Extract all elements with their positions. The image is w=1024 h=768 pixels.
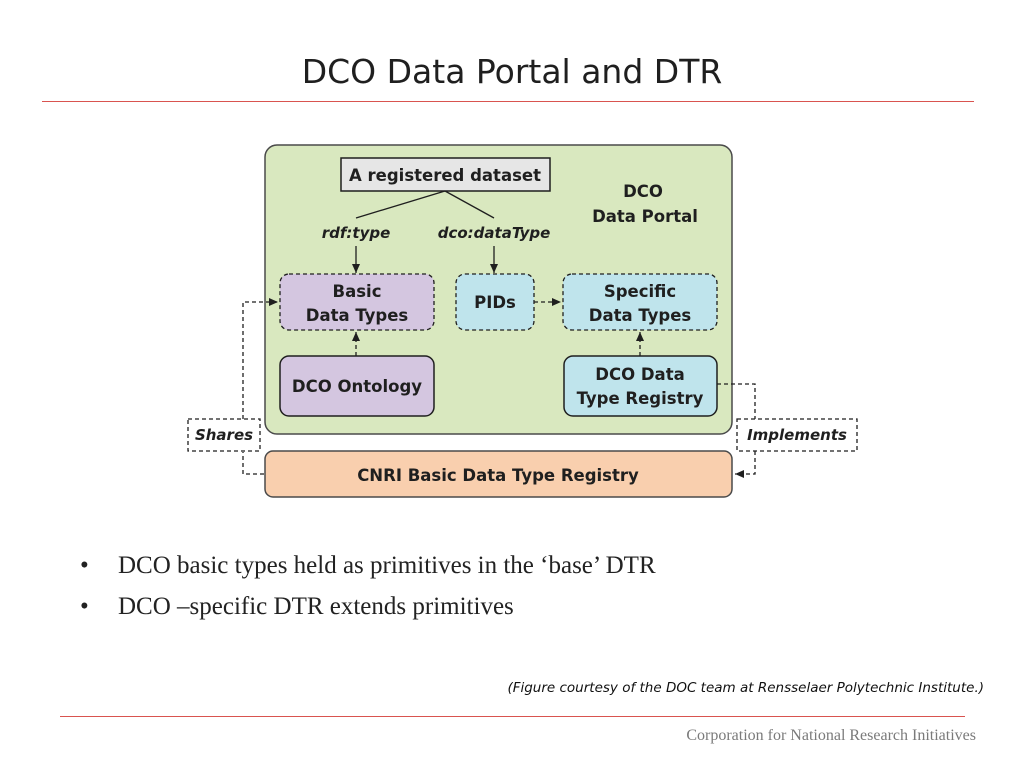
dco-dtr-line1: DCO Data xyxy=(595,365,684,384)
basic-data-types-line1: Basic xyxy=(333,282,382,301)
cnri-registry-label: CNRI Basic Data Type Registry xyxy=(357,466,639,485)
bullet-marker: • xyxy=(80,552,89,579)
basic-data-types-line2: Data Types xyxy=(306,306,409,325)
branch-dco-datatype xyxy=(444,190,495,219)
dco-ontology-label: DCO Ontology xyxy=(292,377,422,396)
pids-label: PIDs xyxy=(474,293,516,312)
implements-connector-from-dtr xyxy=(717,383,756,419)
shares-label-box xyxy=(187,418,261,452)
implements-label-box xyxy=(736,418,858,452)
edge-label-rdf-type: rdf:type xyxy=(322,224,391,242)
bullet-item: • DCO –specific DTR extends primitives xyxy=(80,589,880,630)
cnri-registry-node xyxy=(264,450,733,498)
branch-rdf-type xyxy=(355,190,446,219)
portal-label-line1: DCO xyxy=(623,182,663,201)
registered-dataset-label: A registered dataset xyxy=(349,166,541,185)
shares-connector-to-cnri xyxy=(242,452,264,475)
dco-dtr-line2: Type Registry xyxy=(577,389,704,408)
bullet-marker: • xyxy=(80,593,89,620)
specific-data-types-line1: Specific xyxy=(604,282,676,301)
specific-data-types-line2: Data Types xyxy=(589,306,692,325)
bullet-text: DCO –specific DTR extends primitives xyxy=(118,593,514,620)
portal-label-line2: Data Portal xyxy=(592,207,698,226)
figure-caption: (Figure courtesy of the DOC team at Rens… xyxy=(507,680,984,696)
shares-connector-to-basic xyxy=(242,298,278,419)
footer-divider xyxy=(60,716,965,717)
bullet-list: • DCO basic types held as primitives in t… xyxy=(80,548,880,630)
shares-label: Shares xyxy=(195,426,253,444)
registered-dataset-node xyxy=(340,157,551,192)
title-divider xyxy=(42,101,974,102)
bullet-item: • DCO basic types held as primitives in t… xyxy=(80,548,880,589)
slide-title: DCO Data Portal and DTR xyxy=(301,52,723,91)
footer-organization: Corporation for National Research Initia… xyxy=(686,727,976,744)
dtr-diagram: DCO Data Portal A registered dataset rdf… xyxy=(187,144,858,498)
edge-label-dco-datatype: dco:dataType xyxy=(438,224,551,242)
bullet-text: DCO basic types held as primitives in th… xyxy=(118,552,656,579)
basic-data-types-node xyxy=(279,273,435,331)
implements-connector-to-cnri xyxy=(735,451,756,478)
dco-ontology-node xyxy=(279,355,435,417)
implements-label: Implements xyxy=(747,426,847,444)
specific-data-types-node xyxy=(562,273,718,331)
